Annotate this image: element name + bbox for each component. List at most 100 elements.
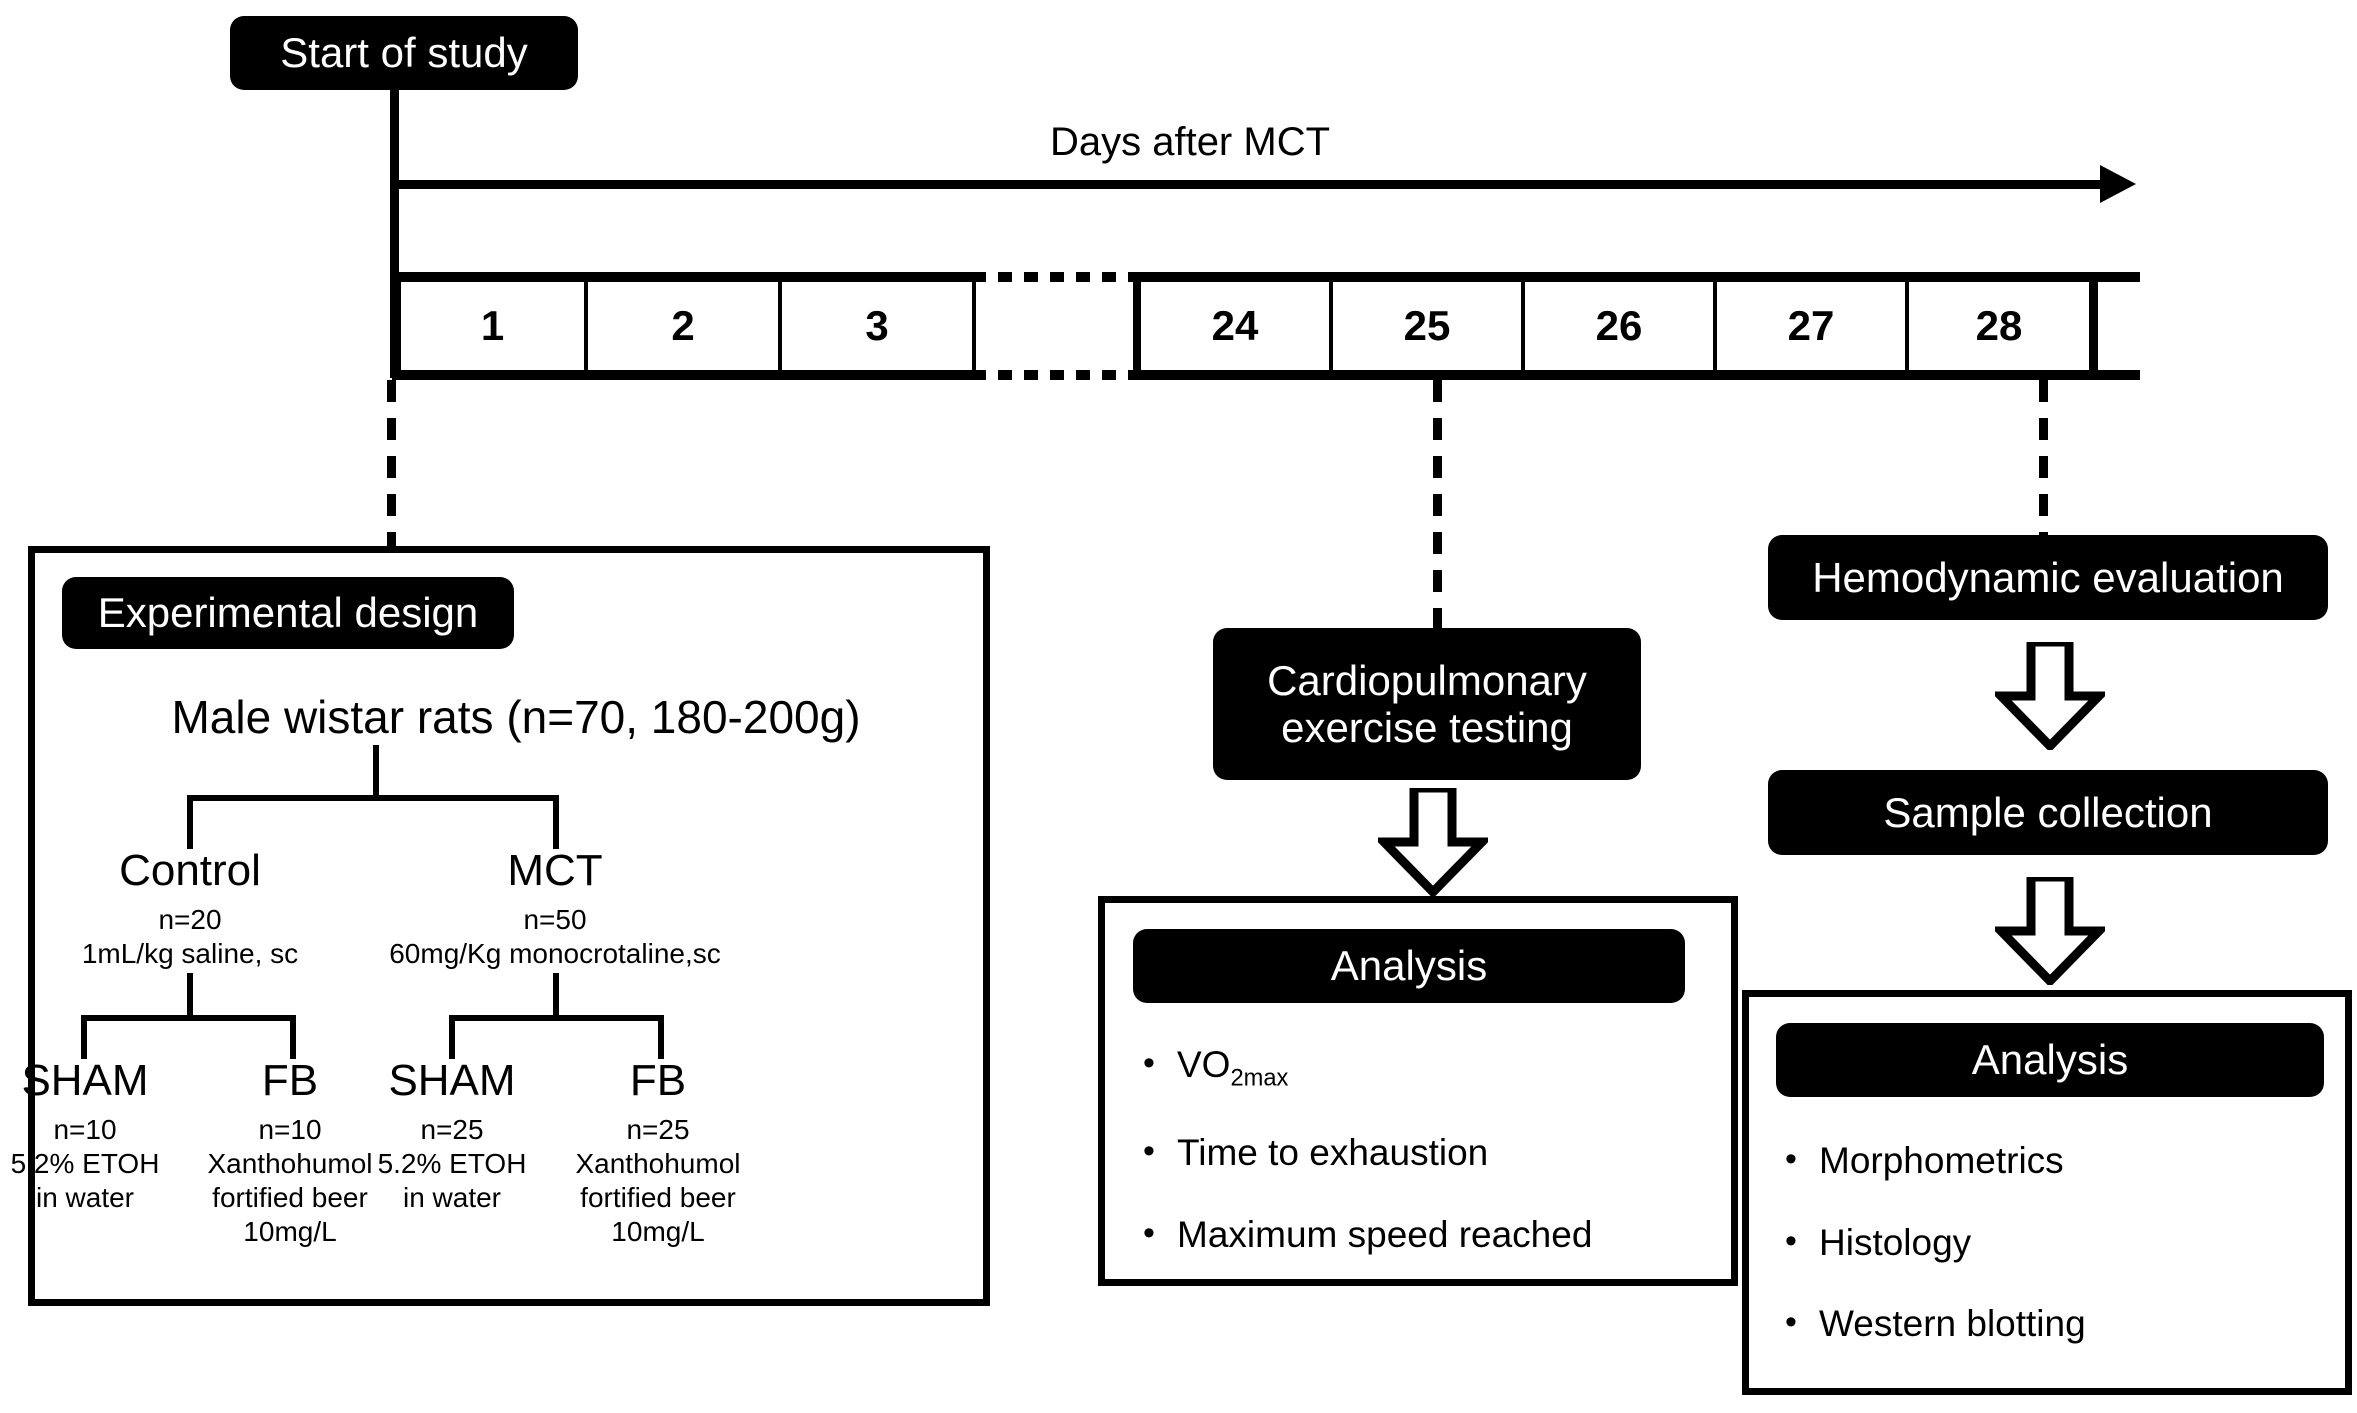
day-cell-2[interactable]: 2 (584, 282, 778, 370)
terminal-analysis-item-0: Morphometrics (1819, 1140, 2064, 1181)
day-cell-25[interactable]: 25 (1329, 282, 1521, 370)
root-drop-mct (553, 795, 559, 849)
down-block-arrow-icon-cpet (1378, 788, 1488, 896)
list-item: • Maximum speed reached (1121, 1213, 1731, 1257)
subgroup-control-fb-detail-2: fortified beer (212, 1182, 368, 1213)
experimental-design-title: Experimental design (62, 577, 514, 649)
subgroup-mct-fb-detail-2: fortified beer (580, 1182, 736, 1213)
cpet-analysis-title: Analysis (1133, 929, 1685, 1003)
gap-dashed-top (972, 272, 1137, 282)
terminal-analysis-list: • Morphometrics • Histology • Western bl… (1763, 1139, 2343, 1346)
root-branch-bar (187, 795, 559, 801)
cpet-analysis-item-1: Time to exhaustion (1177, 1132, 1489, 1174)
terminal-analysis-title: Analysis (1776, 1023, 2324, 1097)
subgroup-control-sham-name: SHAM (21, 1056, 149, 1105)
control-stem (187, 973, 193, 1015)
bullet-icon: • (1785, 1303, 1797, 1342)
day-cell-label: 2 (671, 302, 695, 349)
day-cell-27[interactable]: 27 (1713, 282, 1905, 370)
root-node-label: Male wistar rats (n=70, 180-200g) (171, 691, 861, 743)
day-cell-label: 26 (1595, 302, 1643, 349)
subgroup-mct-fb-detail-1: Xanthohumol (575, 1148, 741, 1179)
subgroup-control-fb-detail-1: Xanthohumol (207, 1148, 373, 1179)
subgroup-mct-sham-detail-2: in water (402, 1182, 502, 1213)
connector-day1-to-experimental-design (387, 380, 396, 548)
down-block-arrow-icon-hemodynamic (1995, 642, 2105, 750)
day-cell-26[interactable]: 26 (1521, 282, 1713, 370)
root-drop-control (187, 795, 193, 849)
subgroup-control-fb-n: n=10 (258, 1114, 322, 1145)
connector-day25-to-cpet (1433, 380, 1442, 628)
subgroup-control-fb-detail-3: 10mg/L (243, 1216, 337, 1247)
list-item: • Western blotting (1763, 1302, 2343, 1346)
timeline-day-strip: 1 2 3 24 25 26 27 28 (392, 272, 2140, 380)
terminal-analysis-item-2: Western blotting (1819, 1303, 2086, 1345)
sample-collection-step: Sample collection (1768, 770, 2328, 855)
cpet-analysis-item-0: VO2max (1177, 1044, 1289, 1092)
sample-collection-text: Sample collection (1883, 788, 2213, 836)
gap-dashed-bottom (972, 370, 1137, 380)
list-item: • Morphometrics (1763, 1139, 2343, 1183)
mct-stem (553, 973, 559, 1015)
cpet-label-line1: Cardiopulmonary (1267, 656, 1587, 704)
bullet-icon: • (1785, 1221, 1797, 1260)
cpet-analysis-list: • VO2max • Time to exhaustion • Maximum … (1121, 1043, 1731, 1257)
day-cell-28[interactable]: 28 (1905, 282, 2098, 370)
control-drop-fb (290, 1015, 296, 1059)
cpet-analysis-panel: Analysis • VO2max • Time to exhaustion •… (1098, 896, 1738, 1286)
root-stem (373, 745, 379, 795)
cpet-analysis-item-2: Maximum speed reached (1177, 1213, 1593, 1255)
day-cell-gap (972, 272, 1137, 380)
mct-branch-bar (449, 1015, 664, 1021)
hemodynamic-evaluation-step: Hemodynamic evaluation (1768, 535, 2328, 620)
cardiopulmonary-exercise-testing-step: Cardiopulmonary exercise testing (1213, 628, 1641, 780)
terminal-analysis-title-text: Analysis (1971, 1036, 2129, 1084)
mct-drop-fb (658, 1015, 664, 1059)
group-control-n: n=20 (158, 904, 222, 935)
control-drop-sham (81, 1015, 87, 1059)
timeline-axis-label: Days after MCT (1049, 120, 1331, 164)
cpet-label-line2: exercise testing (1281, 704, 1573, 751)
subgroup-mct-fb-detail-3: 10mg/L (611, 1216, 705, 1247)
day-cell-label: 27 (1787, 302, 1835, 349)
connector-day28-to-hemodynamic (2039, 380, 2048, 538)
day-cell-3[interactable]: 3 (778, 282, 972, 370)
group-mct-name: MCT (507, 846, 603, 895)
hemodynamic-evaluation-text: Hemodynamic evaluation (1812, 553, 2284, 601)
list-item: • VO2max (1121, 1043, 1731, 1093)
bullet-icon: • (1143, 1213, 1155, 1252)
down-block-arrow-icon-sample-collection (1995, 877, 2105, 985)
subgroup-mct-sham-name: SHAM (388, 1056, 516, 1105)
subgroup-mct-fb-name: FB (629, 1056, 687, 1105)
day-cell-label: 1 (480, 302, 505, 349)
bullet-icon: • (1785, 1140, 1797, 1178)
day-cell-label: 28 (1975, 302, 2023, 349)
start-of-study-label: Start of study (230, 16, 578, 90)
group-control-treatment: 1mL/kg saline, sc (81, 938, 299, 969)
control-branch-bar (81, 1015, 296, 1021)
cpet-analysis-title-text: Analysis (1330, 942, 1488, 990)
experimental-design-title-text: Experimental design (97, 589, 479, 637)
group-mct-treatment: 60mg/Kg monocrotaline,sc (389, 938, 721, 969)
day-cell-label: 3 (865, 302, 889, 349)
subgroup-control-sham-detail-1: 5.2% ETOH (10, 1148, 160, 1179)
subgroup-control-fb-name: FB (261, 1056, 319, 1105)
right-arrowhead-icon (2100, 165, 2136, 203)
subgroup-mct-sham-detail-1: 5.2% ETOH (377, 1148, 527, 1179)
subgroup-mct-sham-n: n=25 (420, 1114, 484, 1145)
terminal-analysis-item-1: Histology (1819, 1221, 1972, 1263)
day-cell-24[interactable]: 24 (1137, 282, 1329, 370)
group-control-name: Control (119, 846, 261, 895)
subgroup-control-sham-detail-2: in water (35, 1182, 135, 1213)
mct-drop-sham (449, 1015, 455, 1059)
list-item: • Histology (1763, 1221, 2343, 1265)
start-of-study-stem (390, 88, 399, 378)
terminal-analysis-panel: Analysis • Morphometrics • Histology • W… (1742, 990, 2352, 1395)
subgroup-control-sham-n: n=10 (53, 1114, 117, 1145)
day-cell-1[interactable]: 1 (392, 282, 584, 370)
bullet-icon: • (1143, 1132, 1155, 1171)
group-mct-n: n=50 (523, 904, 587, 935)
bullet-icon: • (1143, 1044, 1155, 1082)
list-item: • Time to exhaustion (1121, 1131, 1731, 1175)
